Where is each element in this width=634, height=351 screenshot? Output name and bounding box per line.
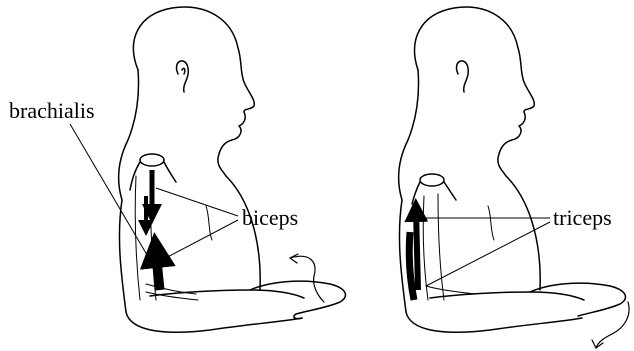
left-figure — [119, 7, 346, 332]
triceps-arrows — [409, 210, 418, 300]
triceps-label: triceps — [553, 207, 612, 229]
triceps-up-arrow — [416, 210, 418, 290]
biceps-label: biceps — [242, 207, 298, 229]
right-figure — [399, 7, 629, 348]
triceps-band — [409, 232, 414, 300]
brachialis-up-arrow — [156, 250, 160, 290]
brachialis-label: brachialis — [9, 100, 95, 122]
